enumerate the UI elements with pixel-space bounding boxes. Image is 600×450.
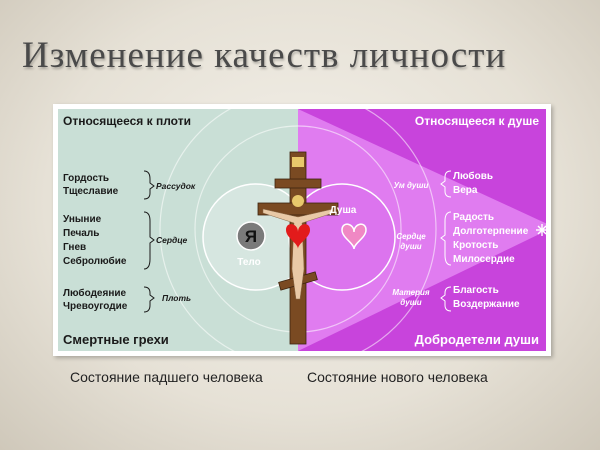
ya-label: Я xyxy=(245,227,257,246)
sin-item: Любодеяние xyxy=(63,287,127,299)
reason-label: Рассудок xyxy=(156,181,196,191)
soul-matter-label: Материя xyxy=(392,288,429,297)
soul-mind-label: Ум души xyxy=(394,181,429,190)
virtue-item: Благость xyxy=(453,285,499,296)
red-heart-icon xyxy=(286,224,310,249)
outer-circle xyxy=(159,109,437,351)
virtue-item: Воздержание xyxy=(453,299,520,310)
slide-title: Изменение качеств личности xyxy=(22,35,507,76)
ya-badge xyxy=(236,221,266,251)
soul-heart-label: Сердце xyxy=(396,232,426,241)
sin-item: Тщеславие xyxy=(63,186,119,197)
personality-diagram: Я Тело Душа Относящееся к плоти Относяще… xyxy=(58,109,546,351)
virtue-item: Милосердие xyxy=(453,254,515,265)
fallen-state-caption: Состояние падшего человека xyxy=(70,369,263,385)
soul-label: Душа xyxy=(330,205,357,216)
flesh-footer: Смертные грехи xyxy=(63,332,169,347)
sin-item: Чревоугодие xyxy=(63,301,128,312)
left-brackets xyxy=(143,170,155,313)
right-brackets xyxy=(440,170,452,312)
sin-item: Уныние xyxy=(63,214,102,225)
crucifix-icon xyxy=(257,151,339,345)
sin-item: Себролюбие xyxy=(63,255,127,267)
body-label: Тело xyxy=(237,257,261,268)
virtue-item: Кротость xyxy=(453,240,498,251)
virtue-item: Вера xyxy=(453,185,478,196)
soul-cone xyxy=(298,109,546,351)
new-state-caption: Состояние нового человека xyxy=(307,369,488,385)
sin-item: Печаль xyxy=(63,228,99,239)
virtue-item: Радость xyxy=(453,212,494,223)
soul-footer: Добродетели души xyxy=(415,332,539,347)
heart-label: Сердце xyxy=(156,235,187,245)
diagram-frame: Я Тело Душа Относящееся к плоти Относяще… xyxy=(53,104,551,356)
flesh-label: Плоть xyxy=(162,293,191,303)
virtue-item: Любовь xyxy=(453,170,493,182)
soul-heart-label: души xyxy=(400,242,422,251)
soul-header: Относящееся к душе xyxy=(415,114,539,128)
sin-item: Гнев xyxy=(63,242,86,253)
soul-matter-label: души xyxy=(400,298,422,307)
sin-item: Гордость xyxy=(63,173,109,184)
flesh-header: Относящееся к плоти xyxy=(63,114,191,128)
pink-heart-icon xyxy=(341,223,367,250)
virtue-item: Долготерпение xyxy=(453,226,529,237)
sparkle-icon xyxy=(536,224,546,236)
